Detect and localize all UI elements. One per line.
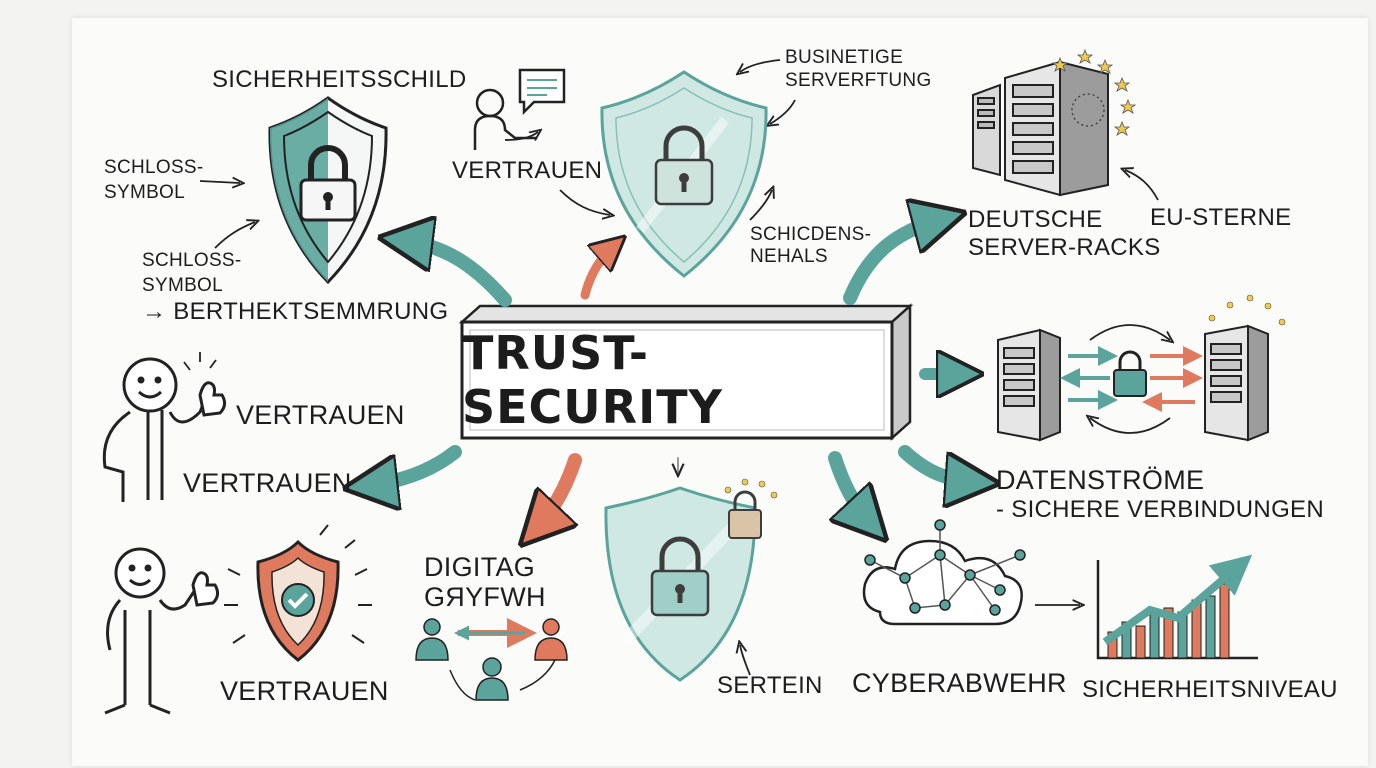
- cloud-network-icon: [862, 519, 1026, 626]
- label-sicherheitsniveau: SICHERHEITSNIVEAU: [1082, 676, 1338, 703]
- label-schicdens-a: SCHICDENS-: [750, 224, 872, 245]
- server-rack-icon: [1204, 324, 1269, 442]
- server-rack-icon: [972, 60, 1109, 197]
- shield-lock-icon: [268, 96, 388, 285]
- label-cyberabwehr: CYBERABWEHR: [852, 668, 1067, 698]
- label-schloss-symbol-2a: SCHLOSS-: [142, 250, 242, 271]
- label-deutsche-a: DEUTSCHE: [968, 206, 1103, 233]
- speech-bubble-icon: [518, 68, 566, 116]
- network-people-icon: [415, 618, 568, 701]
- label-vertrauen-bottom: VERTRAUEN: [220, 676, 389, 706]
- label-businetige-a: BUSINETIGE: [785, 47, 904, 68]
- server-rack-icon: [997, 328, 1061, 442]
- label-schloss-symbol-2b: SYMBOL: [142, 275, 223, 296]
- central-title: TRUST-SECURITY: [462, 326, 723, 434]
- label-berthektsemmrung: → BERTHEKTSEMMRUNG: [142, 298, 449, 325]
- person-thumbsup-icon: [102, 352, 227, 502]
- thin-arrows: [199, 59, 1159, 676]
- label-businetige-b: SERVERFTUNG: [785, 70, 932, 91]
- person-thumbsup-icon: [104, 547, 220, 715]
- label-deutsche-b: SERVER-RACKS: [968, 234, 1161, 261]
- shield-check-icon: [224, 524, 372, 662]
- central-box: [458, 303, 914, 441]
- shield-lock-icon: [600, 70, 768, 278]
- label-schloss-symbol-1b: SYMBOL: [104, 182, 185, 203]
- label-sertein: SERTEIN: [717, 672, 823, 699]
- data-flow-icon: [1060, 294, 1286, 434]
- label-sicherheitsschild: SICHERHEITSSCHILD: [212, 66, 467, 93]
- connector-arrows: [365, 218, 978, 530]
- person-icon: [473, 88, 537, 150]
- label-schloss-symbol-1a: SCHLOSS-: [104, 157, 204, 178]
- bar-chart-trend-icon: [1096, 554, 1258, 660]
- label-vertrauen-mid2: VERTRAUEN: [183, 468, 352, 498]
- label-digitag-b: GЯYFWH: [424, 582, 546, 612]
- label-datenstroeme: DATENSTRÖME: [996, 465, 1205, 495]
- shield-lock-icon: [604, 478, 778, 682]
- label-vertrauen-top: VERTRAUEN: [452, 157, 603, 184]
- label-sichere-verbindungen: - SICHERE VERBINDUNGEN: [996, 496, 1324, 523]
- label-eu-sterne: EU-STERNE: [1150, 204, 1292, 231]
- label-digitag-a: DIGITAG: [424, 552, 536, 582]
- label-schicdens-b: NEHALS: [750, 246, 828, 267]
- label-vertrauen-mid1: VERTRAUEN: [236, 400, 405, 430]
- central-title-box: TRUST-SECURITY: [462, 322, 908, 438]
- eu-stars-icon: [1051, 48, 1137, 136]
